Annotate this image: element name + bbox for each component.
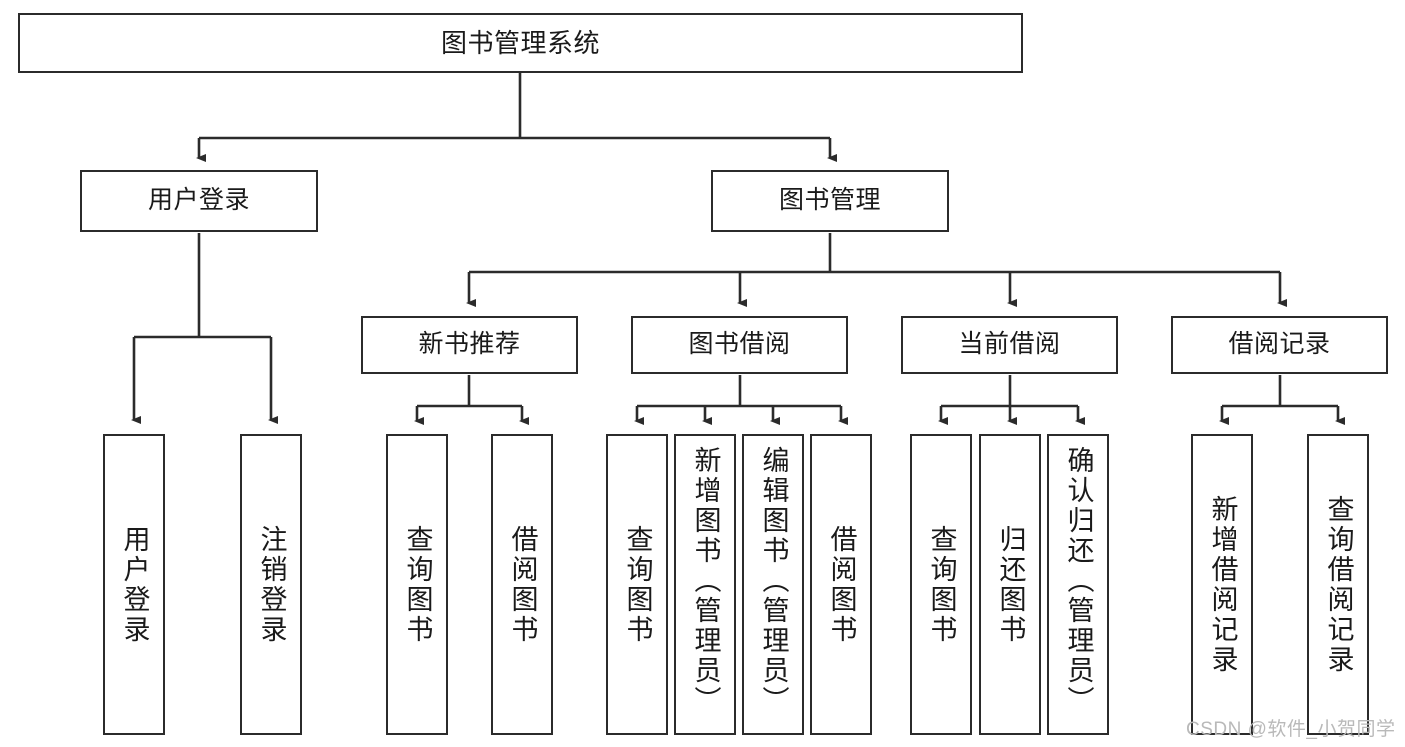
node-leaf-query-record-label: 查询借阅记录 (1323, 494, 1354, 675)
watermark: CSDN @软件_小贺同学 (1186, 719, 1396, 740)
node-book-management[interactable]: 图书管理 (711, 170, 949, 232)
node-leaf-query-book-2[interactable]: 查询图书 (606, 434, 668, 735)
node-leaf-query-book-1-label: 查询图书 (402, 524, 433, 645)
node-leaf-borrow-book-1[interactable]: 借阅图书 (491, 434, 553, 735)
node-leaf-logout[interactable]: 注销登录 (240, 434, 302, 735)
node-leaf-query-book-1[interactable]: 查询图书 (386, 434, 448, 735)
node-leaf-return-book-label: 归还图书 (995, 524, 1026, 645)
node-leaf-add-record-label: 新增借阅记录 (1207, 494, 1238, 675)
node-leaf-confirm-return[interactable]: 确认归还（管理员） (1047, 434, 1109, 735)
node-borrow-record-label: 借阅记录 (1228, 330, 1331, 359)
node-leaf-add-record[interactable]: 新增借阅记录 (1191, 434, 1253, 735)
node-leaf-add-book-label: 新增图书（管理员） (690, 446, 721, 716)
node-root[interactable]: 图书管理系统 (18, 13, 1023, 73)
node-current-borrow-label: 当前借阅 (958, 330, 1061, 359)
node-current-borrow[interactable]: 当前借阅 (901, 316, 1118, 374)
node-new-book-recommend-label: 新书推荐 (418, 330, 521, 359)
node-leaf-query-book-3[interactable]: 查询图书 (910, 434, 972, 735)
node-leaf-borrow-book-1-label: 借阅图书 (507, 524, 538, 645)
node-book-management-label: 图书管理 (778, 186, 881, 215)
node-book-borrow[interactable]: 图书借阅 (631, 316, 848, 374)
node-root-label: 图书管理系统 (440, 27, 600, 58)
node-borrow-record[interactable]: 借阅记录 (1171, 316, 1388, 374)
node-leaf-query-book-2-label: 查询图书 (622, 524, 653, 645)
node-leaf-query-book-3-label: 查询图书 (926, 524, 957, 645)
node-user-login[interactable]: 用户登录 (80, 170, 318, 232)
node-leaf-user-login[interactable]: 用户登录 (103, 434, 165, 735)
node-leaf-logout-label: 注销登录 (256, 524, 287, 645)
node-leaf-borrow-book-2-label: 借阅图书 (826, 524, 857, 645)
node-leaf-borrow-book-2[interactable]: 借阅图书 (810, 434, 872, 735)
node-book-borrow-label: 图书借阅 (688, 330, 791, 359)
node-leaf-confirm-return-label: 确认归还（管理员） (1063, 446, 1094, 716)
node-leaf-add-book[interactable]: 新增图书（管理员） (674, 434, 736, 735)
node-leaf-edit-book-label: 编辑图书（管理员） (758, 446, 789, 716)
node-user-login-label: 用户登录 (147, 186, 250, 215)
node-leaf-query-record[interactable]: 查询借阅记录 (1307, 434, 1369, 735)
node-new-book-recommend[interactable]: 新书推荐 (361, 316, 578, 374)
node-leaf-return-book[interactable]: 归还图书 (979, 434, 1041, 735)
node-leaf-edit-book[interactable]: 编辑图书（管理员） (742, 434, 804, 735)
node-leaf-user-login-label: 用户登录 (119, 524, 150, 645)
